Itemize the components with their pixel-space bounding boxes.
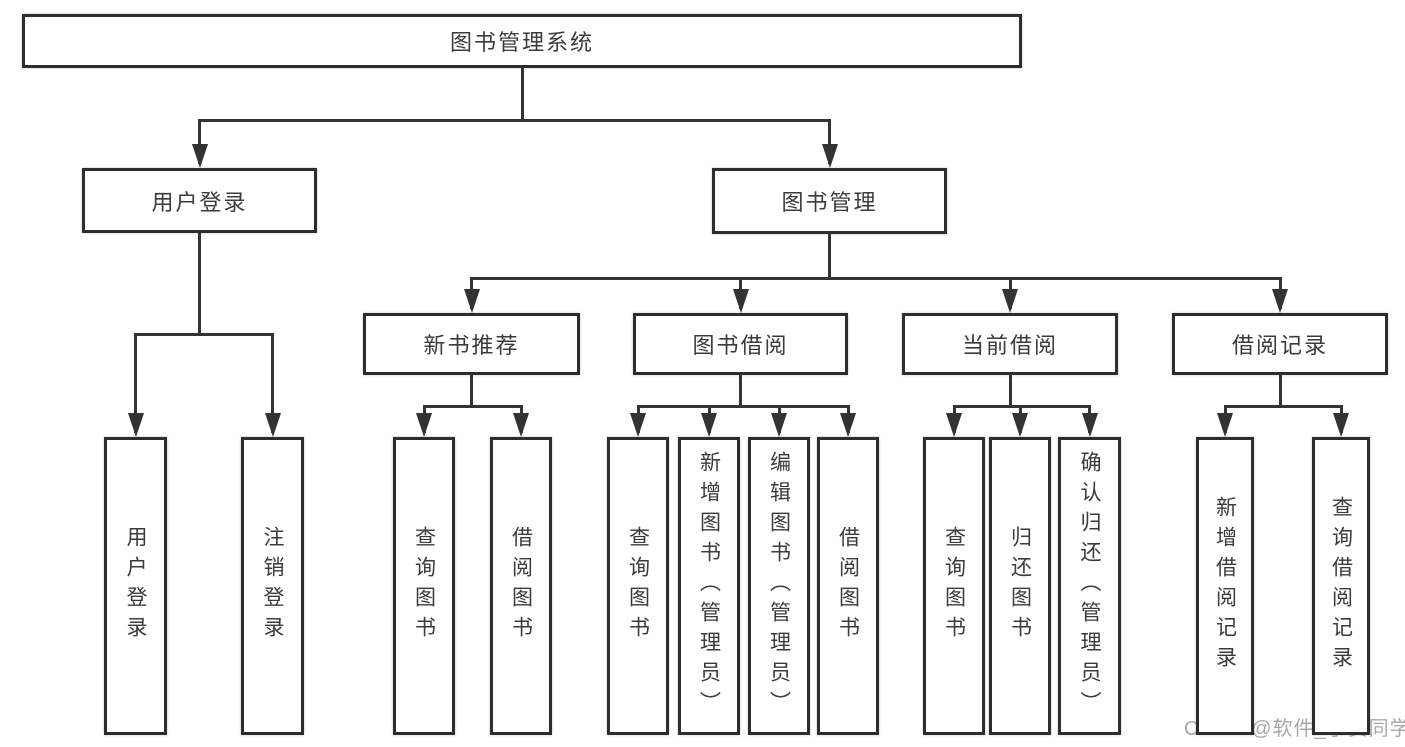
- connector-drop: [1278, 374, 1282, 406]
- arrowhead-down-icon: [127, 413, 144, 437]
- node-leaf-query-book-1: 查询图书: [393, 437, 455, 735]
- node-label-leaf-borrow-book-1: 借阅图书: [509, 526, 533, 646]
- arrowhead-down-icon: [840, 413, 856, 437]
- node-leaf-add-book: 新增图书（管理员）: [678, 437, 740, 735]
- node-label-leaf-confirm-return: 确认归还（管理员）: [1078, 451, 1101, 721]
- connector-drop: [470, 374, 473, 406]
- node-label-current-borrow: 当前借阅: [961, 333, 1058, 358]
- connector-drop: [1008, 374, 1012, 406]
- node-label-new-book-rec: 新书推荐: [423, 333, 520, 358]
- node-label-book-mgmt: 图书管理: [781, 190, 878, 215]
- connector-shaft: [271, 334, 274, 433]
- node-leaf-edit-book: 编辑图书（管理员）: [748, 437, 810, 735]
- connector-drop: [739, 374, 742, 406]
- node-label-borrow-records: 借阅记录: [1231, 333, 1328, 358]
- node-user-login: 用户登录: [82, 168, 317, 233]
- node-label-leaf-query-book-3: 查询图书: [942, 526, 966, 646]
- connector-rail: [636, 404, 850, 408]
- arrowhead-down-icon: [1012, 413, 1028, 437]
- node-leaf-confirm-return: 确认归还（管理员）: [1058, 437, 1121, 735]
- arrowhead-down-icon: [463, 289, 480, 313]
- arrowhead-down-icon: [1081, 413, 1098, 437]
- connector-rail: [470, 276, 1282, 280]
- connector-rail: [952, 404, 1091, 408]
- arrowhead-down-icon: [1217, 413, 1233, 437]
- arrowhead-down-icon: [513, 413, 529, 437]
- node-label-user-login: 用户登录: [151, 189, 248, 215]
- connector-shaft: [198, 120, 201, 164]
- connector-drop: [520, 67, 524, 120]
- node-leaf-borrow-book-2: 借阅图书: [817, 437, 879, 735]
- node-label-book-borrow: 图书借阅: [692, 333, 789, 358]
- node-book-borrow: 图书借阅: [633, 313, 848, 375]
- connector-shaft: [828, 120, 831, 164]
- node-current-borrow: 当前借阅: [902, 313, 1118, 375]
- node-new-book-rec: 新书推荐: [363, 313, 580, 375]
- node-leaf-logout: 注销登录: [241, 437, 304, 735]
- arrowhead-down-icon: [630, 413, 646, 437]
- node-leaf-user-login: 用户登录: [104, 437, 167, 735]
- arrowhead-down-icon: [701, 413, 717, 437]
- node-leaf-query-borrow-record: 查询借阅记录: [1312, 437, 1370, 735]
- connector-rail: [1223, 404, 1343, 408]
- arrowhead-down-icon: [416, 413, 432, 437]
- arrowhead-down-icon: [732, 289, 749, 313]
- node-leaf-add-borrow-record: 新增借阅记录: [1196, 437, 1254, 735]
- node-root: 图书管理系统: [22, 14, 1022, 68]
- connector-rail: [134, 332, 274, 336]
- arrowhead-down-icon: [1333, 413, 1349, 437]
- arrowhead-down-icon: [1002, 289, 1018, 313]
- connector-drop: [198, 232, 201, 334]
- node-leaf-return-book: 归还图书: [989, 437, 1051, 735]
- node-label-leaf-logout: 注销登录: [261, 526, 284, 646]
- node-label-leaf-add-borrow-record: 新增借阅记录: [1213, 496, 1237, 676]
- node-label-leaf-query-book-1: 查询图书: [412, 526, 436, 646]
- node-label-leaf-user-login: 用户登录: [124, 526, 147, 646]
- node-leaf-query-book-3: 查询图书: [923, 437, 985, 735]
- node-label-leaf-borrow-book-2: 借阅图书: [836, 526, 860, 646]
- arrowhead-down-icon: [1272, 289, 1288, 313]
- arrowhead-down-icon: [946, 413, 962, 437]
- node-label-leaf-add-book: 新增图书（管理员）: [697, 451, 721, 721]
- connector-rail: [422, 404, 523, 408]
- node-leaf-query-book-2: 查询图书: [607, 437, 669, 735]
- arrowhead-down-icon: [264, 413, 281, 437]
- arrowhead-down-icon: [821, 144, 838, 168]
- connector-rail: [198, 118, 831, 122]
- node-borrow-records: 借阅记录: [1172, 313, 1388, 375]
- node-label-leaf-return-book: 归还图书: [1008, 526, 1032, 646]
- node-label-leaf-query-borrow-record: 查询借阅记录: [1329, 496, 1353, 676]
- node-label-leaf-edit-book: 编辑图书（管理员）: [767, 451, 791, 721]
- node-leaf-borrow-book-1: 借阅图书: [490, 437, 552, 735]
- node-book-mgmt: 图书管理: [712, 168, 947, 234]
- connector-drop: [828, 233, 831, 278]
- arrowhead-down-icon: [771, 413, 787, 437]
- node-label-leaf-query-book-2: 查询图书: [626, 526, 650, 646]
- node-label-root: 图书管理系统: [449, 30, 594, 55]
- connector-shaft: [134, 334, 137, 433]
- arrowhead-down-icon: [191, 144, 208, 168]
